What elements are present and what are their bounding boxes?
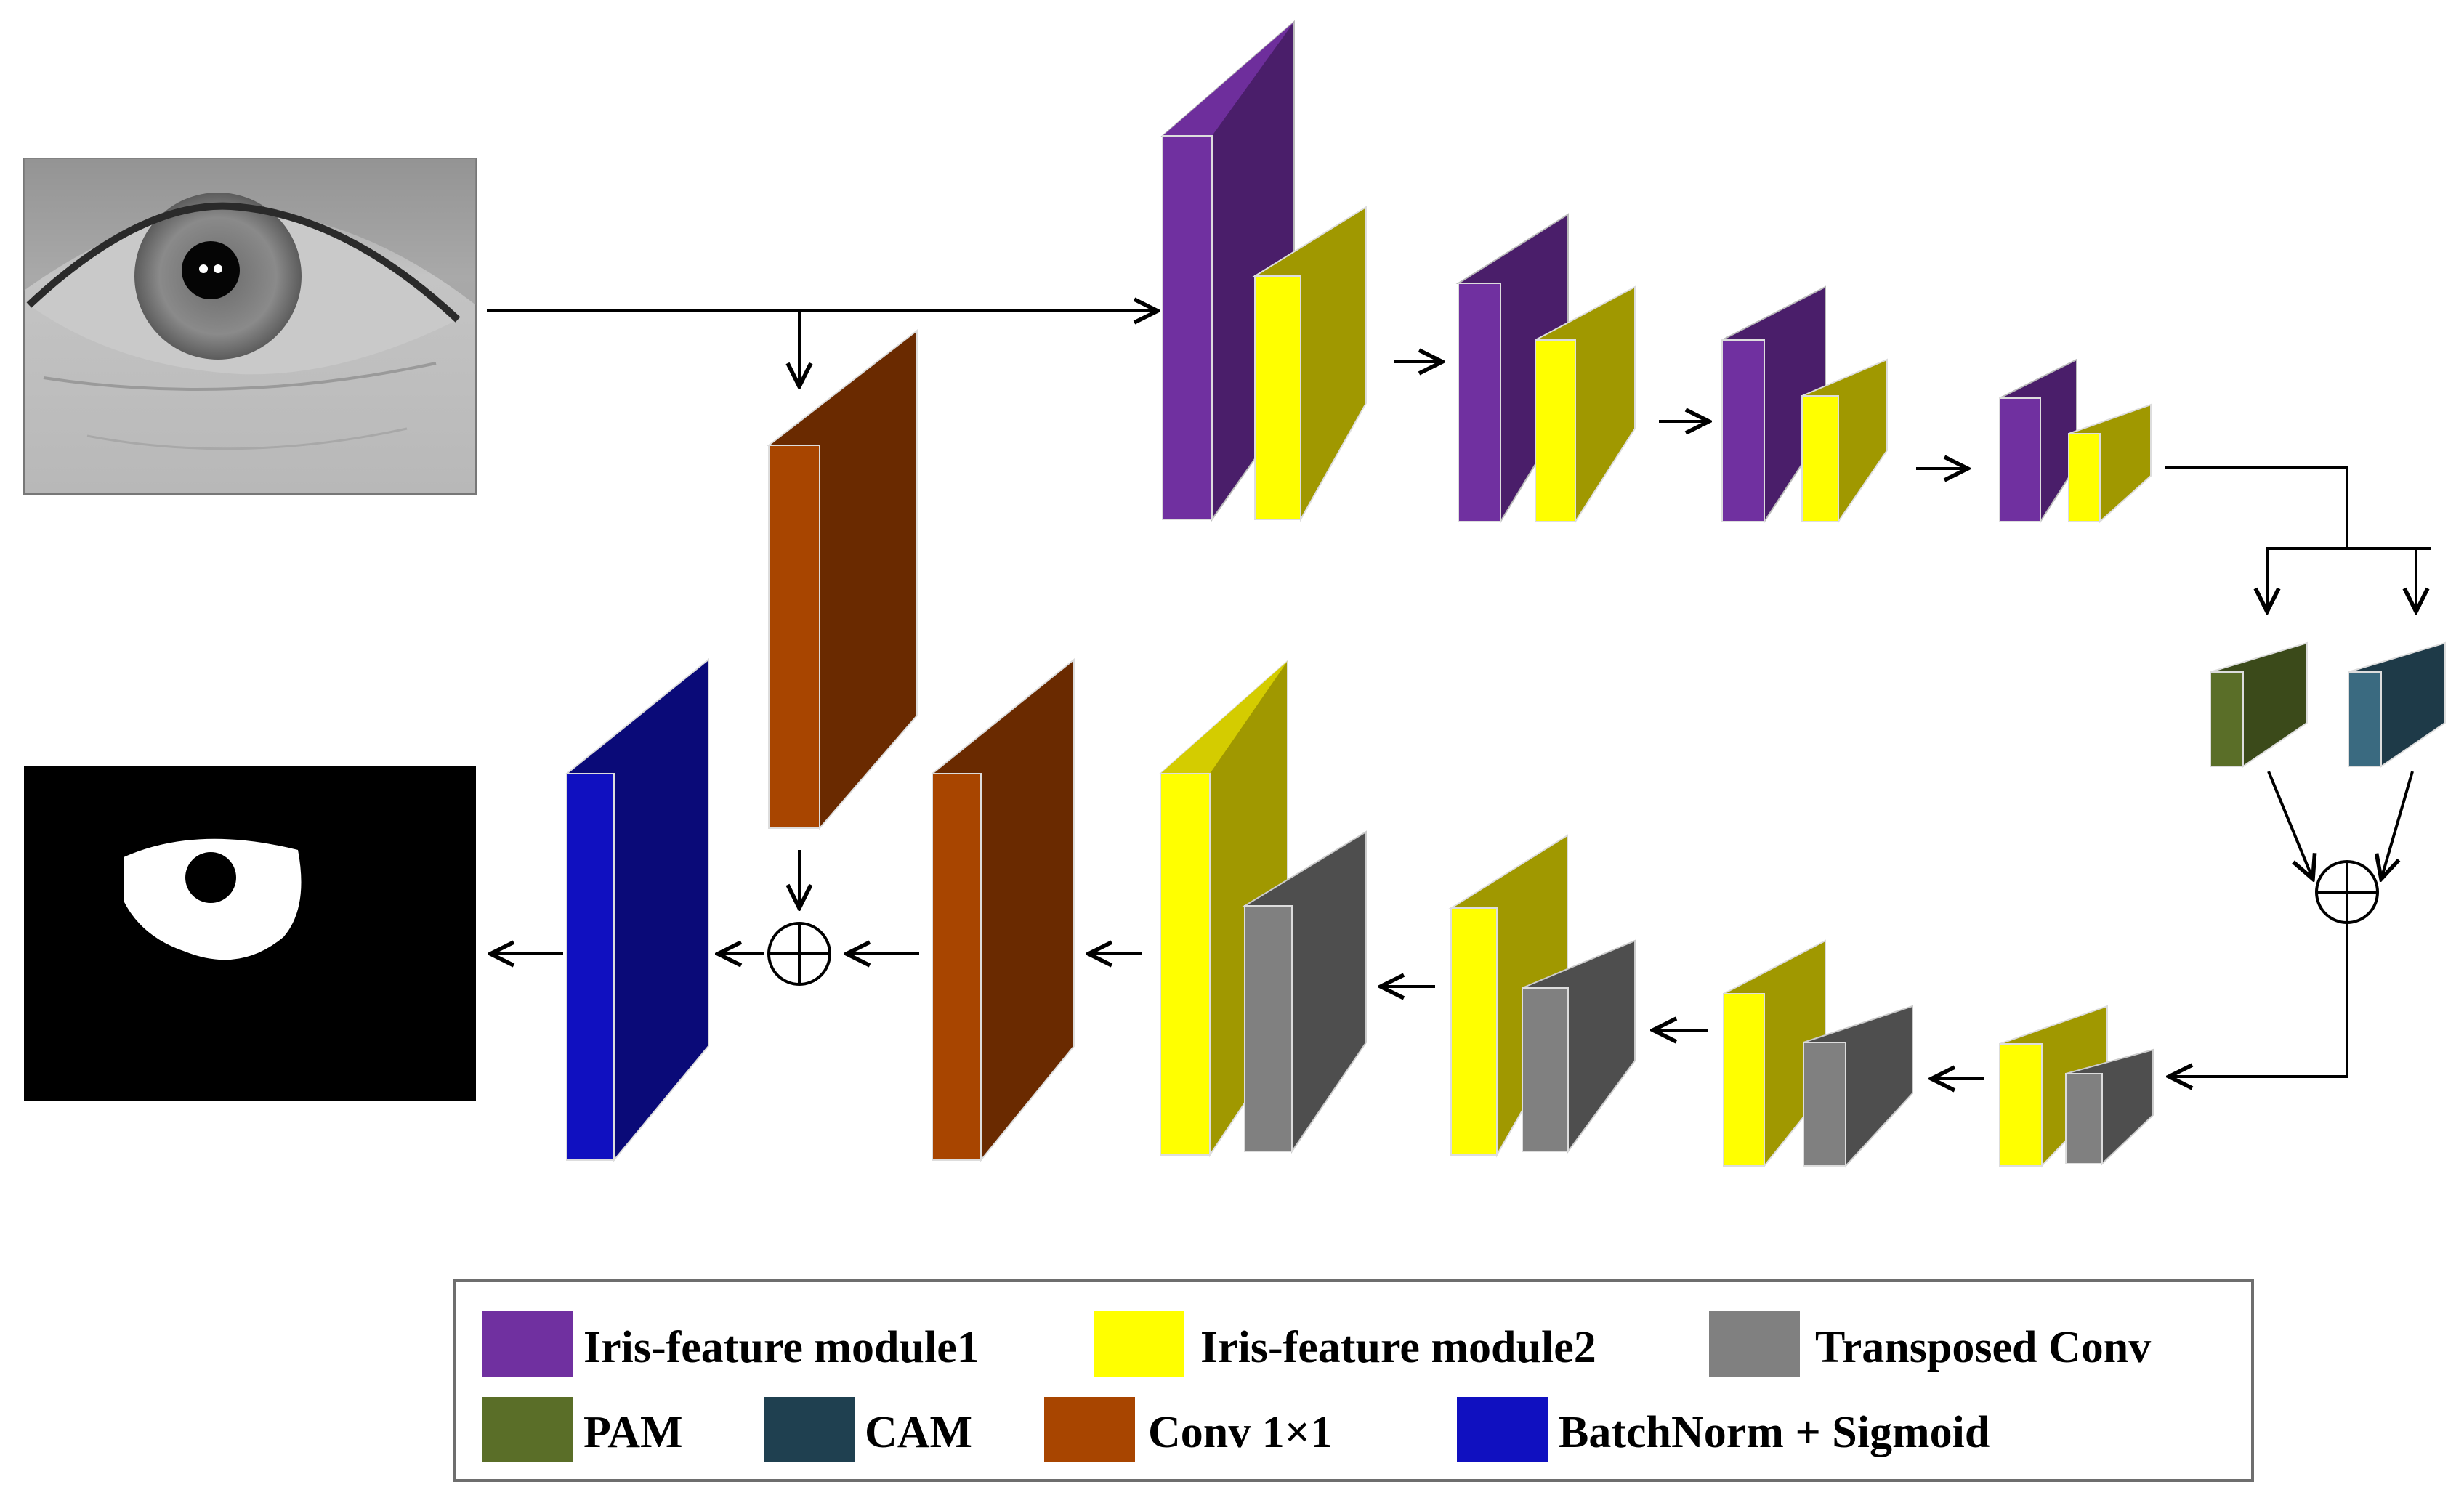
legend-item-pam: PAM [482, 1397, 683, 1462]
legend-swatch [1044, 1397, 1135, 1462]
legend-label: PAM [583, 1408, 683, 1457]
legend-swatch [764, 1397, 855, 1462]
encoder-block-1 [1160, 20, 1367, 522]
legend-label: Transposed Conv [1815, 1323, 2151, 1372]
legend-item-cam: CAM [764, 1397, 972, 1462]
legend-label: CAM [865, 1408, 972, 1457]
decoder-block-2 [1448, 834, 1636, 1158]
conv1x1-skip-block [767, 328, 918, 830]
pam-block [2210, 641, 2308, 768]
connectors [487, 311, 2431, 1079]
legend-label: Iris-feature module1 [583, 1323, 979, 1372]
legend-item-iris-module1: Iris-feature module1 [482, 1311, 979, 1377]
legend-swatch [482, 1397, 573, 1462]
encoder-block-2 [1455, 213, 1636, 524]
decoder-block-4 [1999, 1005, 2154, 1168]
encoder-block-3 [1721, 285, 1888, 524]
output-segmentation-mask [24, 766, 476, 1101]
legend-swatch [1709, 1311, 1800, 1377]
legend-item-transposed-conv: Transposed Conv [1709, 1311, 2151, 1377]
decoder-block-1 [1158, 659, 1367, 1158]
conv1x1-decoder-block [930, 657, 1075, 1162]
legend-swatch [1094, 1311, 1184, 1377]
decoder-block-3 [1723, 939, 1913, 1168]
legend: Iris-feature module1 Iris-feature module… [453, 1279, 2254, 1482]
cam-block [2348, 641, 2446, 768]
circle-plus-icon [767, 922, 831, 986]
batchnorm-sigmoid-block [565, 657, 709, 1162]
legend-item-conv1x1: Conv 1×1 [1044, 1397, 1333, 1462]
legend-item-iris-module2: Iris-feature module2 [1094, 1311, 1596, 1377]
legend-swatch [482, 1311, 573, 1377]
encoder-block-4 [1999, 358, 2152, 524]
legend-item-batchnorm-sigmoid: BatchNorm + Sigmoid [1457, 1397, 1990, 1462]
circle-plus-icon [2315, 860, 2379, 924]
legend-swatch [1457, 1397, 1548, 1462]
legend-label: BatchNorm + Sigmoid [1559, 1408, 1990, 1457]
legend-label: Conv 1×1 [1148, 1408, 1333, 1457]
legend-label: Iris-feature module2 [1200, 1323, 1596, 1372]
input-eye-image [23, 158, 477, 495]
